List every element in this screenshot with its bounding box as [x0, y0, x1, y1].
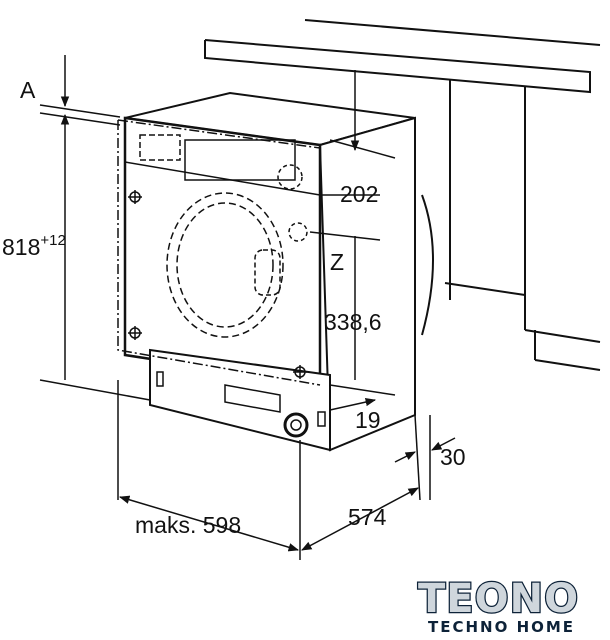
kitchen-cabinet [204, 19, 601, 371]
height-tolerance: +12 [40, 232, 65, 249]
height-value: 818 [2, 234, 40, 260]
dimension-a-label: A [20, 77, 36, 103]
washing-machine [123, 91, 416, 452]
height-label: 818+12 [2, 232, 66, 260]
top-panel-dimension: 202 [340, 181, 378, 207]
dimension-lines [39, 55, 456, 560]
offset-30-dimension: 30 [440, 444, 466, 470]
width-dimension: maks. 598 [135, 512, 241, 538]
hose-height-dimension: 338,6 [324, 309, 382, 335]
logo-tagline: TECHNO HOME [428, 618, 575, 636]
z-label: Z [330, 249, 344, 275]
teono-logo: TEONO TECHNO HOME [417, 575, 580, 636]
offset-19-dimension: 19 [355, 407, 381, 433]
depth-dimension: 574 [348, 504, 387, 530]
logo-name: TEONO [418, 576, 579, 622]
